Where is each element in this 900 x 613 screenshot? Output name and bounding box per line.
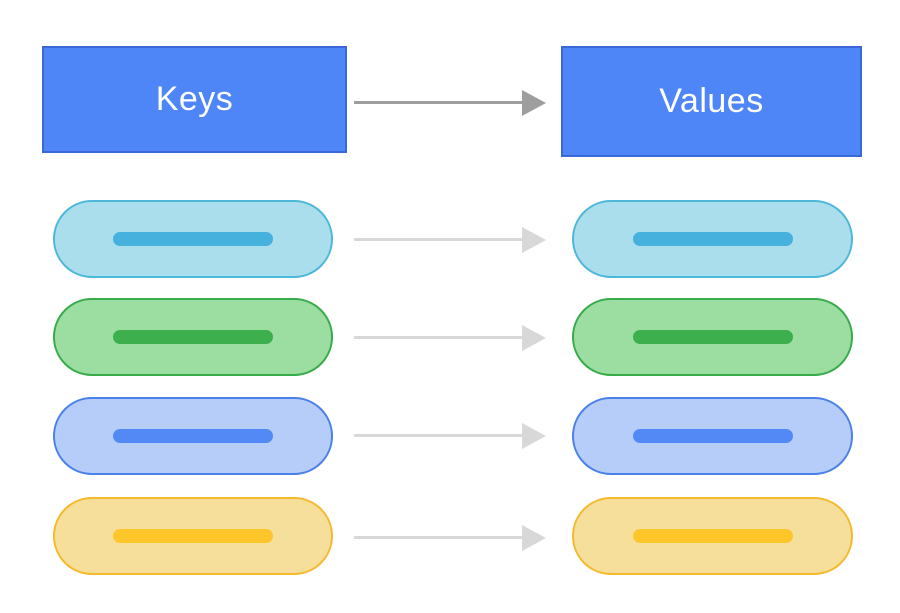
key-pill [53,200,333,278]
keys-box: Keys [42,46,347,153]
key-to-value-arrow [354,336,522,339]
key-to-value-arrow [354,536,522,539]
pill-content-bar [632,232,793,246]
keys-label: Keys [155,80,234,118]
value-pill [572,200,853,278]
value-pill [572,497,853,575]
pill-content-bar [113,429,273,443]
keys-to-values-arrow [354,101,522,104]
pill-content-bar [632,429,793,443]
key-pill [53,397,333,475]
key-to-value-arrow [354,434,522,437]
pill-content-bar [632,330,793,344]
key-to-value-arrow [354,238,522,241]
key-pill [53,497,333,575]
pill-content-bar [113,529,273,543]
value-pill [572,298,853,376]
key-pill [53,298,333,376]
pill-content-bar [632,529,793,543]
values-box: Values [561,46,862,157]
values-label: Values [659,82,764,120]
value-pill [572,397,853,475]
pill-content-bar [113,330,273,344]
pill-content-bar [113,232,273,246]
